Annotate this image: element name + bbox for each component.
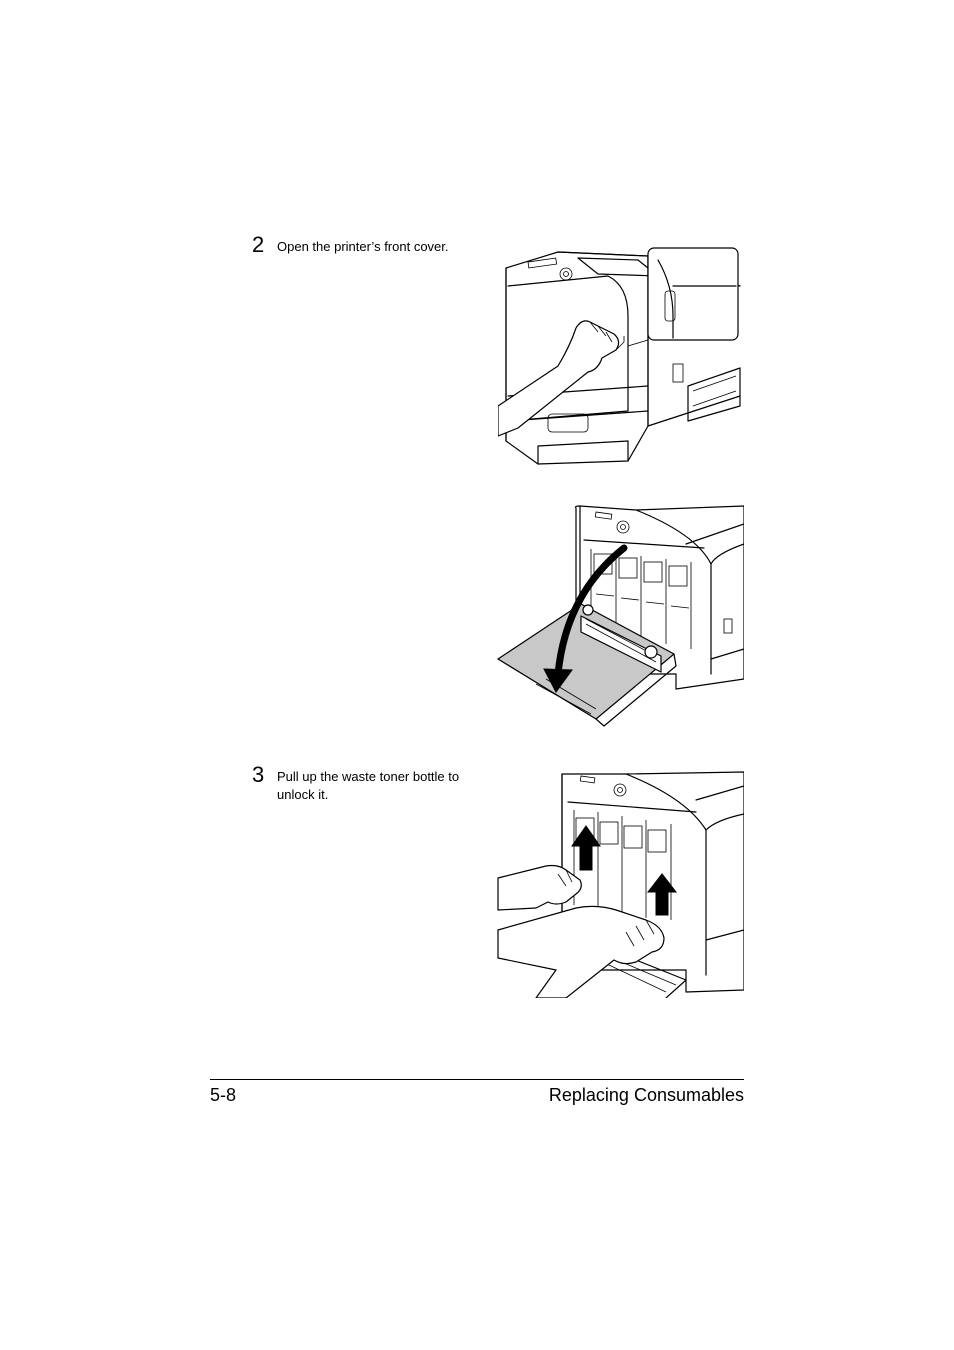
illustration-pull-up-waste-toner-bottle <box>497 771 744 998</box>
step-2-text-line: Open the printer’s front cover. <box>277 239 449 254</box>
illustration-front-cover-opened <box>497 505 744 727</box>
step-2-number: 2 <box>252 232 265 257</box>
step-3-text-line-1: Pull up the waste toner bottle to <box>277 769 460 784</box>
section-title: Replacing Consumables <box>548 1085 744 1105</box>
step-3-number: 3 <box>252 762 265 787</box>
footer-divider <box>210 1079 744 1080</box>
step-3-text-line-2: unlock it. <box>277 787 329 802</box>
step-2-instruction: Open the printer’s front cover. <box>277 238 449 256</box>
illustration-open-front-cover <box>498 247 741 465</box>
page-number: 5-8 <box>210 1085 237 1105</box>
step-3-instruction: Pull up the waste toner bottle to unlock… <box>277 768 459 804</box>
